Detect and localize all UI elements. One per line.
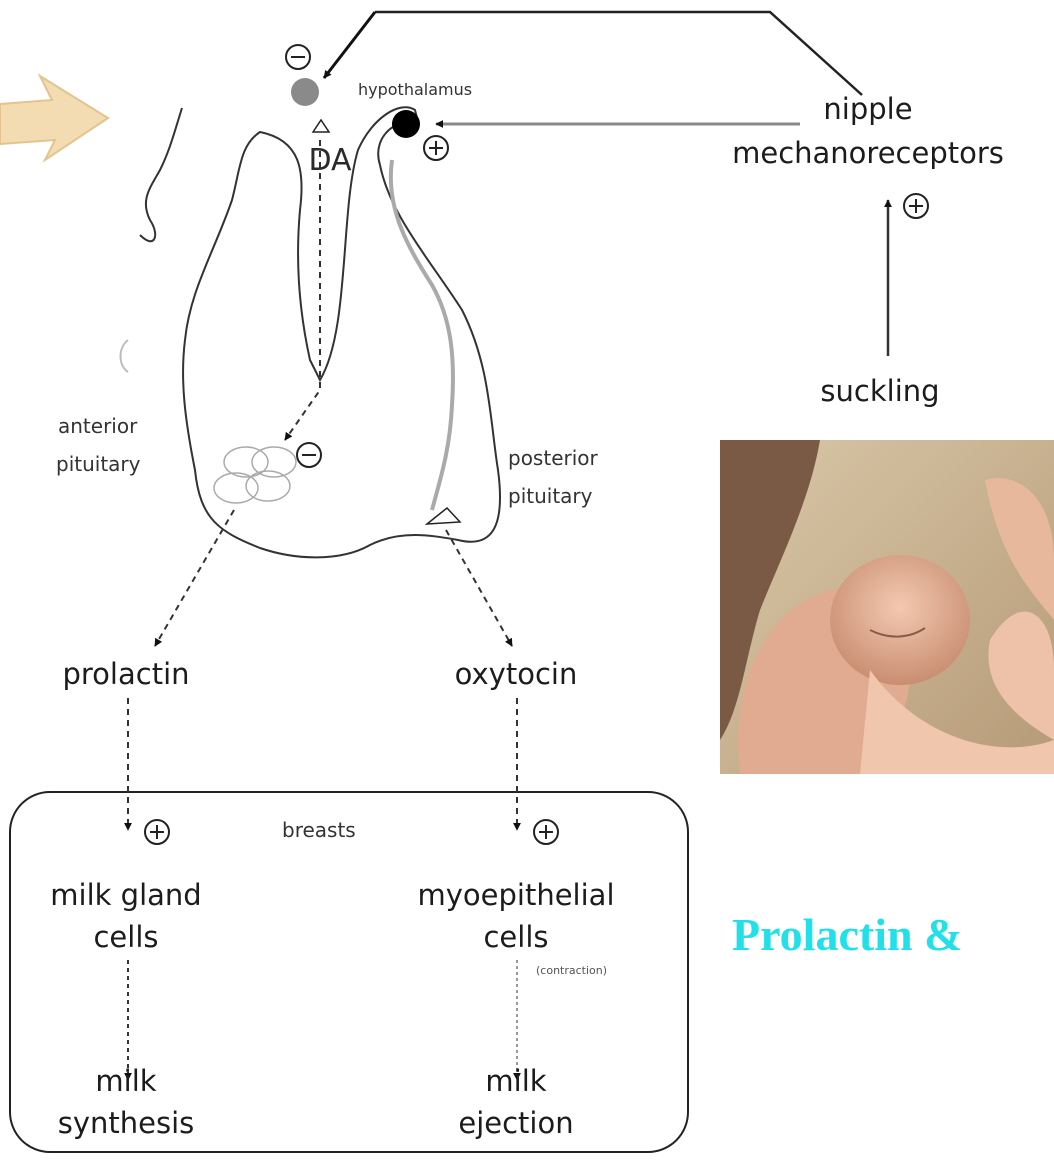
arrow-to-da bbox=[324, 12, 375, 78]
oxytocin-label: oxytocin bbox=[455, 657, 578, 691]
nipple-label: nipple bbox=[823, 92, 912, 126]
arrow-to-prolactin bbox=[155, 510, 234, 646]
small-curve bbox=[121, 340, 129, 372]
milk-synthesis-label: milk bbox=[95, 1064, 156, 1098]
suckling-label: suckling bbox=[820, 374, 939, 408]
da-terminal bbox=[313, 120, 329, 132]
da-dashed-path bbox=[285, 140, 320, 440]
mechanoreceptors-label: mechanoreceptors bbox=[732, 136, 1004, 170]
milk-gland-label: milk gland bbox=[50, 878, 201, 912]
myoepithelial-label: myoepithelial bbox=[418, 878, 615, 912]
contraction-label: (contraction) bbox=[536, 964, 607, 977]
hypothalamus-label: hypothalamus bbox=[358, 80, 472, 99]
posterior-pituitary-label: pituitary bbox=[508, 484, 592, 508]
synthesis-label: synthesis bbox=[58, 1106, 195, 1140]
milk-gland-cells-label: cells bbox=[93, 920, 158, 954]
anterior-pituitary-label: pituitary bbox=[56, 452, 140, 476]
slide-title: Prolactin & bbox=[732, 908, 962, 961]
lactotroph-cell bbox=[246, 471, 290, 501]
breastfeeding-photo bbox=[720, 440, 1054, 774]
arrow-to-oxytocin bbox=[446, 530, 512, 646]
oxytocin-terminal bbox=[427, 508, 460, 524]
ejection-label: ejection bbox=[458, 1106, 573, 1140]
milk-ejection-label: milk bbox=[485, 1064, 546, 1098]
lactotroph-cell bbox=[214, 473, 258, 503]
da-label: DA bbox=[308, 143, 351, 178]
brain-outline bbox=[140, 108, 182, 241]
da-neuron-dot bbox=[291, 78, 319, 106]
posterior-label: posterior bbox=[508, 446, 598, 470]
myoepithelial-cells-label: cells bbox=[483, 920, 548, 954]
pointer-arrow bbox=[0, 76, 108, 160]
breasts-label: breasts bbox=[282, 818, 356, 842]
anterior-label: anterior bbox=[58, 414, 137, 438]
neural-tract bbox=[391, 160, 453, 510]
hypothalamus-dot bbox=[392, 110, 420, 138]
lactotroph-cell bbox=[224, 447, 268, 477]
prolactin-label: prolactin bbox=[62, 657, 189, 691]
